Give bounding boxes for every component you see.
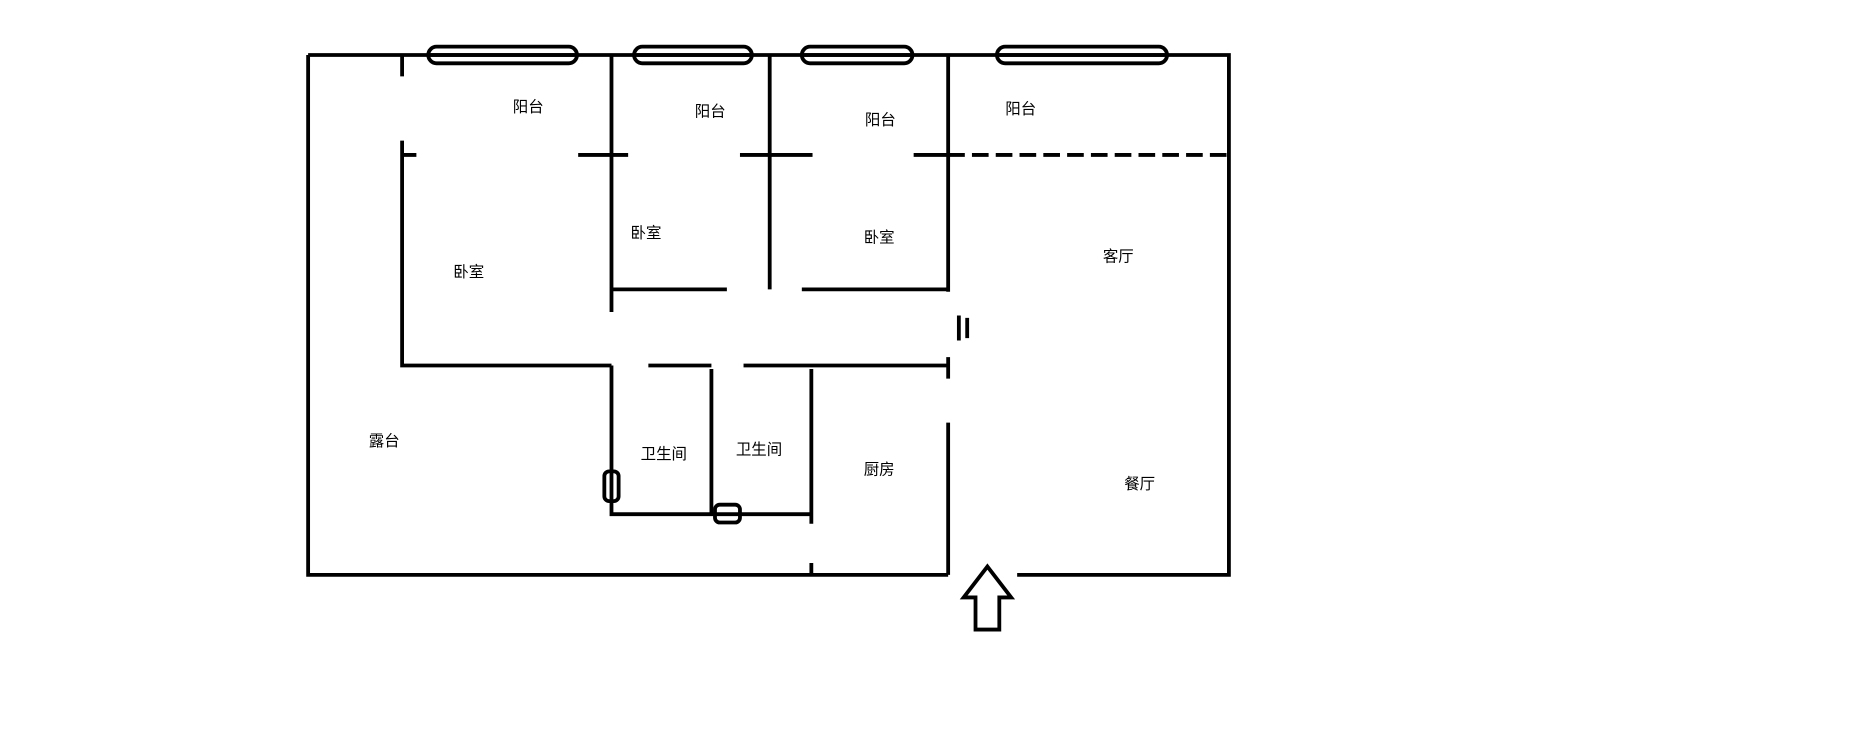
window xyxy=(426,44,579,66)
room-label-living-room: 客厅 xyxy=(1103,248,1134,266)
window xyxy=(632,44,754,66)
toilet-icon xyxy=(602,469,621,504)
room-label-bedroom: 卧室 xyxy=(864,229,895,247)
windows xyxy=(426,44,1169,66)
walls xyxy=(306,53,1231,577)
room-label-bedroom: 卧室 xyxy=(631,224,662,242)
fixtures xyxy=(602,469,742,525)
room-label-balcony: 阳台 xyxy=(1005,100,1036,118)
room-label-kitchen: 厨房 xyxy=(864,461,895,479)
window xyxy=(799,44,915,66)
room-label-balcony: 阳台 xyxy=(865,111,896,129)
room-label-balcony: 阳台 xyxy=(513,98,544,116)
room-label-bathroom: 卫生间 xyxy=(641,445,687,463)
arrow-up-icon[interactable] xyxy=(959,563,1016,632)
room-label-dining-room: 餐厅 xyxy=(1124,475,1155,493)
room-label-balcony: 阳台 xyxy=(695,103,726,121)
room-label-terrace: 露台 xyxy=(369,432,400,450)
toilet-icon xyxy=(713,502,742,525)
window xyxy=(995,44,1169,66)
room-label-bathroom: 卫生间 xyxy=(736,440,782,458)
room-label-bedroom: 卧室 xyxy=(453,263,484,281)
